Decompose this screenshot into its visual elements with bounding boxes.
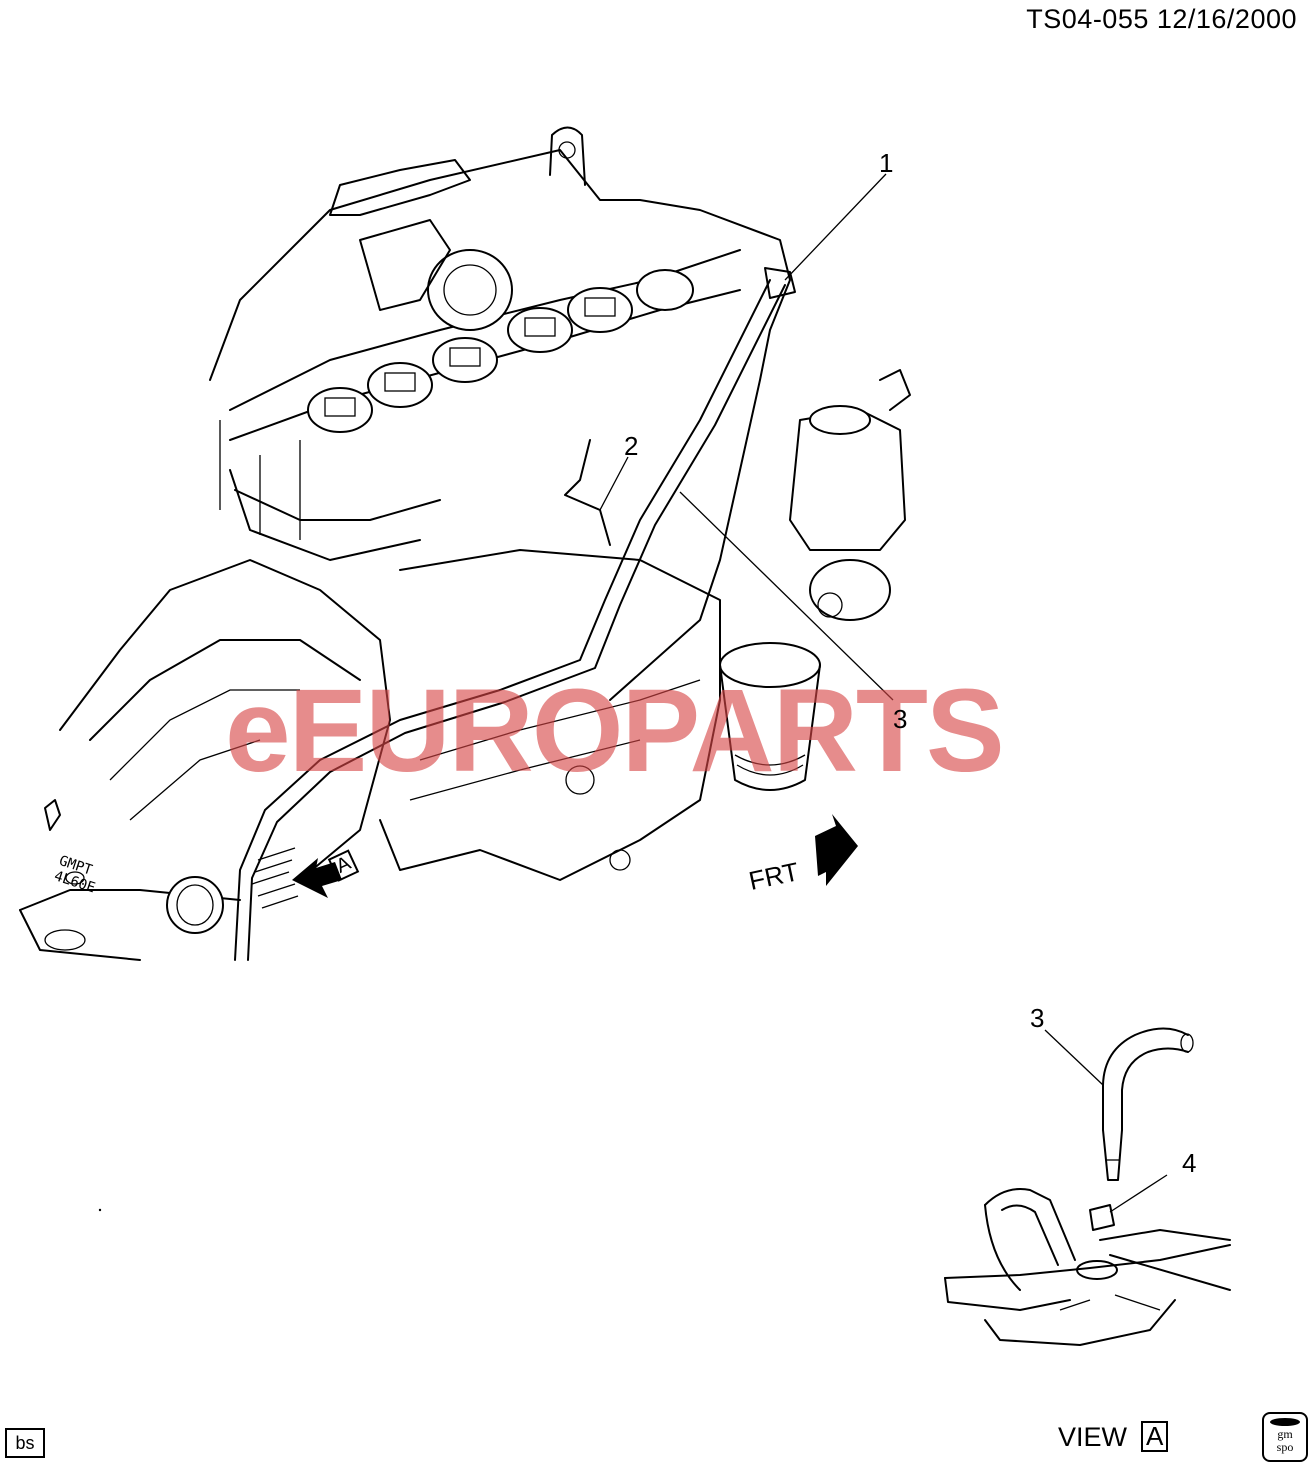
oil-pan bbox=[379, 549, 721, 881]
transmission bbox=[19, 559, 391, 961]
view-letter: A bbox=[1141, 1421, 1169, 1453]
callout-3-inset: 3 bbox=[1030, 1003, 1045, 1033]
callout-2: 2 bbox=[624, 431, 639, 461]
dipstick-tube bbox=[234, 267, 796, 961]
view-a-arrow bbox=[251, 847, 342, 909]
front-arrow bbox=[815, 814, 858, 886]
callout-3: 3 bbox=[893, 704, 908, 734]
power-steering-pump bbox=[789, 369, 911, 621]
dipstick-bracket bbox=[564, 439, 611, 546]
leader-lines bbox=[599, 173, 894, 701]
callout-1: 1 bbox=[879, 148, 894, 178]
view-label: VIEW bbox=[1058, 1422, 1128, 1452]
engine-block bbox=[209, 126, 791, 701]
callout-4: 4 bbox=[1182, 1148, 1197, 1178]
oil-filter bbox=[719, 642, 821, 791]
view-a-inset bbox=[944, 1027, 1231, 1346]
logo-text: gm spo bbox=[1276, 1427, 1294, 1455]
illustrator-code: bs bbox=[5, 1428, 45, 1458]
gm-spo-logo-icon: gm spo bbox=[1262, 1412, 1308, 1462]
document-id-date: TS04-055 12/16/2000 bbox=[1026, 4, 1297, 34]
watermark: eEUROPARTS bbox=[225, 665, 1005, 797]
